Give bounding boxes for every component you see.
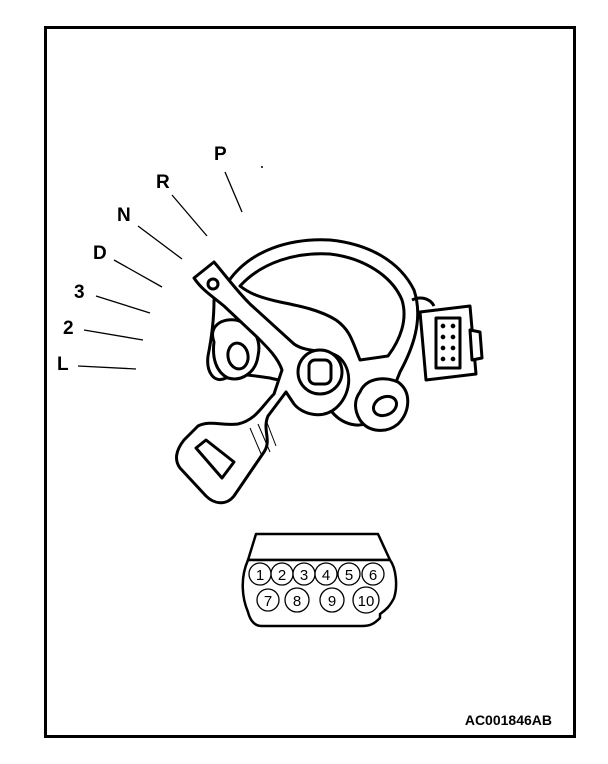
inhibitor-switch <box>175 238 484 505</box>
connector-pin-circles <box>248 562 385 614</box>
switch-connector-face <box>434 316 462 370</box>
housing-slot <box>238 252 406 362</box>
leader-line-3 <box>95 295 151 314</box>
pin-number-5: 5 <box>345 567 353 584</box>
leader-line-n <box>137 225 183 260</box>
leader-line-d <box>113 259 163 288</box>
connector-pinout <box>241 532 398 628</box>
position-label-3: 3 <box>74 282 85 303</box>
pin-number-1: 1 <box>256 567 264 584</box>
position-label-r: R <box>156 172 170 193</box>
position-label-d: D <box>93 243 107 264</box>
right-mount-hole <box>371 394 399 418</box>
switch-connector-latch <box>468 328 484 362</box>
leader-lines <box>77 171 243 370</box>
position-label-l: L <box>57 354 69 375</box>
pin-number-3: 3 <box>300 567 308 584</box>
leader-line-p <box>224 171 243 213</box>
pin-number-4: 4 <box>322 567 330 584</box>
figure-code: AC001846AB <box>465 712 552 728</box>
pin-number-6: 6 <box>369 567 377 584</box>
pin-number-7: 7 <box>264 593 272 610</box>
connector-latch-top <box>246 532 392 562</box>
lever-hatching <box>249 419 277 457</box>
leader-line-l <box>77 365 137 370</box>
position-label-2: 2 <box>63 318 74 339</box>
leader-line-2 <box>83 329 144 341</box>
lever-pin-hole <box>206 277 220 291</box>
leader-line-r <box>171 194 208 237</box>
pin-number-10: 10 <box>358 593 375 610</box>
speck <box>261 166 263 168</box>
pin-number-8: 8 <box>293 593 301 610</box>
left-mount-hole <box>226 341 250 371</box>
figure-frame <box>44 26 576 738</box>
position-label-n: N <box>117 205 131 226</box>
pin-number-9: 9 <box>328 593 336 610</box>
lever-slot <box>194 438 236 480</box>
switch-connector-pins <box>440 323 456 362</box>
switch-connector-neck <box>411 296 436 307</box>
pin-number-2: 2 <box>278 567 286 584</box>
pivot-shaft <box>307 358 333 386</box>
position-label-p: P <box>214 144 227 165</box>
